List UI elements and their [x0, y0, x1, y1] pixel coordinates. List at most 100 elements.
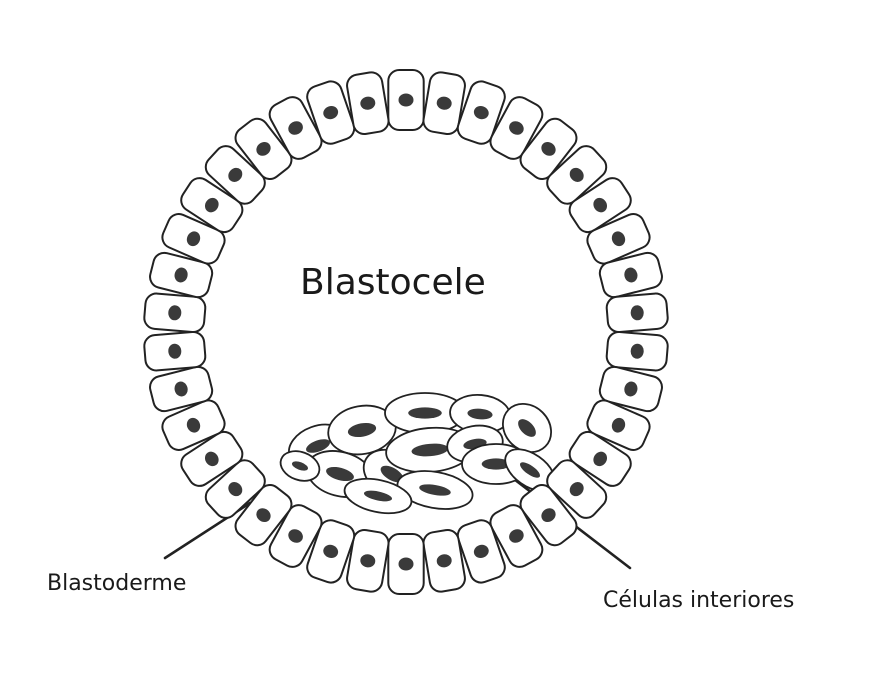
nucleus [630, 305, 644, 321]
inner-cell [279, 450, 321, 482]
nucleus [228, 482, 243, 497]
nucleus [360, 554, 376, 568]
inner-cell-mass [279, 392, 556, 515]
inner-cell [396, 470, 474, 510]
nucleus [256, 508, 271, 522]
nucleus [363, 490, 393, 502]
nucleus [473, 105, 489, 120]
nucleus [347, 422, 377, 438]
blastoderm-cell-layer [143, 69, 669, 595]
nucleus [186, 231, 201, 247]
blastoderm-cell [546, 145, 608, 205]
nucleus [323, 105, 339, 120]
celulas-interiores-label: Células interiores [603, 588, 795, 613]
nucleus [204, 197, 219, 213]
nucleus [509, 121, 524, 135]
nucleus [436, 96, 452, 110]
blastoderm-cell [149, 365, 214, 413]
blastoderm-cell [204, 459, 266, 519]
blastoderm-cell [234, 483, 293, 547]
nucleus [288, 121, 303, 135]
nucleus [228, 167, 243, 182]
nucleus [473, 544, 489, 559]
nucleus [593, 197, 608, 213]
blastoderm-cell [346, 71, 390, 136]
blastocele-label: Blastocele [300, 262, 486, 303]
blastoderm-cell [180, 430, 244, 487]
nucleus [611, 231, 626, 247]
nucleus [174, 267, 188, 283]
blastoderm-cell [387, 69, 425, 131]
blastoderm-cell [586, 399, 651, 451]
nucleus [569, 167, 584, 182]
blastoderm-cell [161, 399, 226, 451]
blastoderme-label: Blastoderme [47, 571, 187, 596]
nucleus [519, 462, 541, 478]
blastoderm-cell [519, 117, 578, 181]
blastoderm-cell [149, 251, 214, 299]
blastoderm-cell [546, 459, 608, 519]
nucleus [624, 267, 638, 283]
blastoderm-cell [422, 71, 466, 136]
blastoderm-cell [143, 330, 207, 372]
blastoderm-cell [161, 213, 226, 265]
blastoderm-cell [387, 533, 425, 595]
blastoderm-cell [519, 483, 578, 547]
nucleus [411, 443, 449, 457]
nucleus [436, 554, 452, 568]
nucleus [624, 381, 638, 397]
nucleus [398, 93, 414, 107]
nucleus [630, 343, 644, 359]
blastoderm-cell [568, 177, 632, 234]
blastoderm-cell [456, 519, 506, 584]
nucleus [481, 458, 511, 470]
blastoderm-cell [598, 365, 663, 413]
nucleus [509, 529, 524, 543]
nucleus [467, 408, 493, 420]
nucleus [288, 529, 303, 543]
nucleus [204, 451, 219, 467]
nucleus [326, 466, 354, 482]
nucleus [569, 482, 584, 497]
nucleus [168, 343, 182, 359]
nucleus [611, 417, 626, 433]
nucleus [541, 142, 556, 156]
nucleus [256, 142, 271, 156]
blastoderm-cell [306, 80, 356, 145]
blastoderm-cell [268, 96, 323, 160]
inner-cell [502, 403, 552, 453]
blastoderm-cell [422, 528, 466, 593]
nucleus [398, 557, 414, 571]
nucleus [593, 451, 608, 467]
nucleus [323, 544, 339, 559]
blastoderm-cell [456, 80, 506, 145]
blastoderm-cell [489, 96, 544, 160]
nucleus [518, 419, 536, 437]
blastoderm-cell [586, 213, 651, 265]
blastoderm-cell [234, 117, 293, 181]
blastoderm-cell [598, 251, 663, 299]
nucleus [419, 484, 451, 496]
nucleus [174, 381, 188, 397]
blastoderm-cell [568, 430, 632, 487]
nucleus [408, 407, 442, 419]
blastoderm-cell [605, 330, 669, 372]
nucleus [186, 417, 201, 433]
nucleus [541, 508, 556, 522]
nucleus [291, 461, 309, 471]
blastoderm-cell [268, 504, 323, 568]
blastoderm-cell [489, 504, 544, 568]
blastoderm-cell [180, 177, 244, 234]
nucleus [306, 439, 330, 453]
nucleus [360, 96, 376, 110]
inner-cell [327, 404, 397, 456]
inner-cell [343, 477, 413, 515]
nucleus [380, 465, 404, 483]
blastoderm-cell [346, 528, 390, 593]
blastoderm-cell [204, 145, 266, 205]
blastoderm-cell [605, 292, 669, 334]
blastoderm-cell [306, 519, 356, 584]
nucleus [168, 305, 182, 321]
